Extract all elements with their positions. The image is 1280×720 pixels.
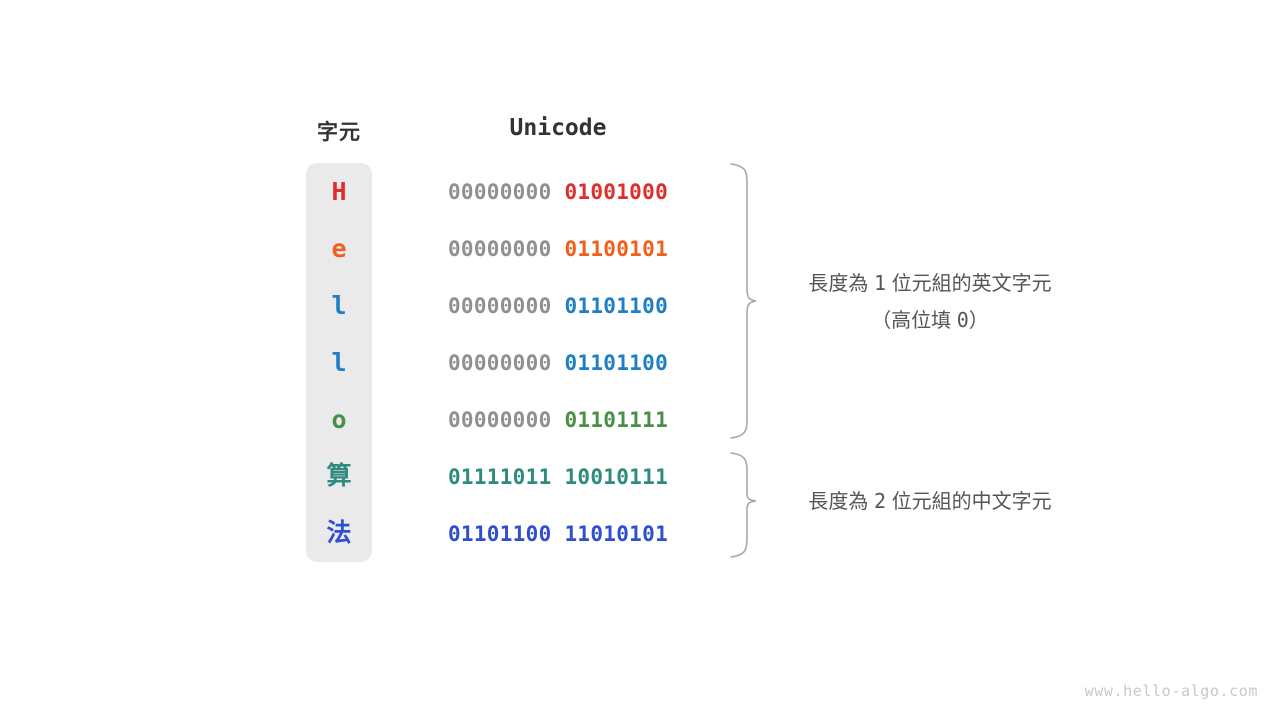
row-low-byte: 01101100	[564, 350, 669, 375]
character-column-background	[306, 163, 372, 562]
row-unicode-bits: 00000000 01101100	[432, 277, 684, 334]
watermark: www.hello-algo.com	[1084, 682, 1258, 700]
byte-separator	[552, 351, 565, 375]
row-character: l	[331, 348, 347, 377]
row-character: e	[331, 234, 347, 263]
unicode-row: l 00000000 01101100	[306, 277, 706, 334]
row-unicode-bits: 01111011 10010111	[432, 448, 684, 505]
row-high-byte: 00000000	[447, 293, 552, 318]
byte-separator	[552, 180, 565, 204]
byte-separator	[552, 294, 565, 318]
row-unicode-bits: 00000000 01100101	[432, 220, 684, 277]
row-high-byte: 00000000	[447, 407, 552, 432]
row-low-byte: 01101100	[564, 293, 669, 318]
annotation-two-byte-suffix: 位元組的中文字元	[886, 491, 1052, 513]
column-header-unicode: Unicode	[509, 115, 607, 141]
annotation-one-byte-suffix: 位元組的英文字元	[886, 273, 1052, 295]
unicode-row: H 00000000 01001000	[306, 163, 706, 220]
annotation-one-byte-prefix: 長度為	[808, 273, 874, 295]
annotation-padding-value: 0	[956, 308, 969, 332]
row-high-byte: 01111011	[447, 464, 552, 489]
annotation-padding-suffix: ）	[968, 310, 989, 332]
row-low-byte: 11010101	[564, 521, 669, 546]
row-low-byte: 01100101	[564, 236, 669, 261]
row-low-byte: 01001000	[564, 179, 669, 204]
byte-separator	[552, 408, 565, 432]
brace-two-byte-group	[730, 452, 757, 558]
row-character: o	[331, 405, 347, 434]
row-high-byte: 00000000	[447, 350, 552, 375]
annotation-one-byte-line1: 長度為 1 位元組的英文字元	[808, 271, 1052, 295]
row-low-byte: 10010111	[564, 464, 669, 489]
annotation-two-byte-prefix: 長度為	[808, 491, 874, 513]
row-character: 算	[326, 462, 352, 490]
byte-separator	[552, 465, 565, 489]
row-unicode-bits: 00000000 01101100	[432, 334, 684, 391]
row-character: 法	[326, 519, 352, 547]
unicode-row: o 00000000 01101111	[306, 391, 706, 448]
annotation-one-byte-line2: （高位填 0）	[762, 302, 1098, 339]
row-unicode-bits: 01101100 11010101	[432, 505, 684, 562]
annotation-two-byte: 長度為 2 位元組的中文字元	[762, 483, 1098, 520]
row-unicode-bits: 00000000 01001000	[432, 163, 684, 220]
annotation-one-byte-count: 1	[873, 271, 887, 295]
row-high-byte: 00000000	[447, 236, 552, 261]
annotation-one-byte: 長度為 1 位元組的英文字元 （高位填 0）	[762, 265, 1098, 339]
row-character: l	[331, 291, 347, 320]
unicode-row: l 00000000 01101100	[306, 334, 706, 391]
row-high-byte: 01101100	[447, 521, 552, 546]
row-unicode-bits: 00000000 01101111	[432, 391, 684, 448]
annotation-two-byte-count: 2	[873, 489, 887, 513]
unicode-row: 算 01111011 10010111	[306, 448, 706, 505]
unicode-row: e 00000000 01100101	[306, 220, 706, 277]
row-high-byte: 00000000	[447, 179, 552, 204]
annotation-padding-prefix: （高位填	[871, 310, 957, 332]
byte-separator	[552, 237, 565, 261]
row-low-byte: 01101111	[564, 407, 669, 432]
column-header-character: 字元	[317, 121, 361, 144]
byte-separator	[552, 522, 565, 546]
annotation-two-byte-line1: 長度為 2 位元組的中文字元	[808, 489, 1052, 513]
row-character: H	[331, 177, 347, 206]
unicode-row: 法 01101100 11010101	[306, 505, 706, 562]
brace-one-byte-group	[730, 163, 757, 439]
